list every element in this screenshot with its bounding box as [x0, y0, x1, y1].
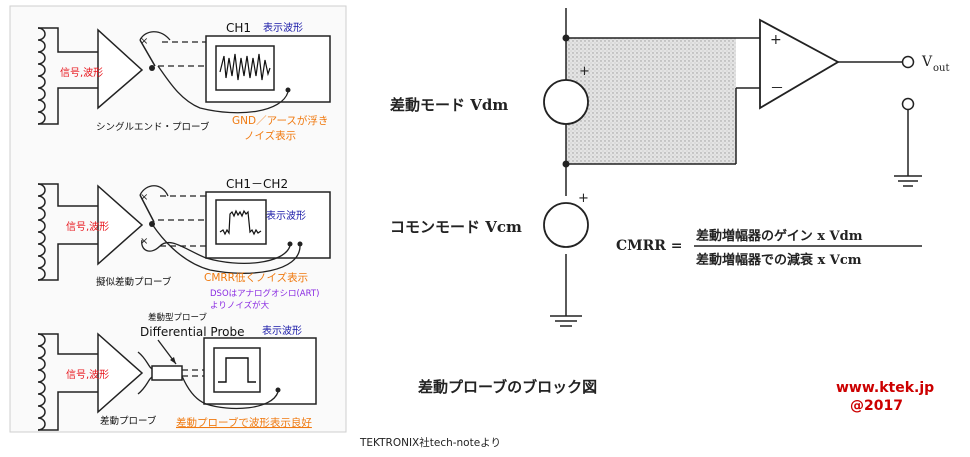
probe2-scope-screen: [215, 199, 267, 245]
probe1-display-label: 表示波形: [263, 21, 303, 34]
probe1-amplifier: [97, 28, 144, 110]
probe2-group: × × CH1－CH2 表示波形 信号,波形 擬似差動プローブ CMRR低くノイ…: [37, 177, 331, 311]
probe3-group: 差動型プローブ Differential Probe 表示波形 信号,波形 差動…: [37, 312, 317, 431]
probe3-note: 差動プローブで波形表示良好: [176, 416, 312, 429]
differential-region: [566, 38, 736, 164]
probe2-note-main: CMRR低くノイズ表示: [204, 271, 308, 284]
probe2-waveform: [219, 209, 262, 236]
probe1-note-line1: GND／アースが浮き: [232, 114, 328, 127]
probe2-signal-label: 信号,波形: [66, 220, 109, 233]
probe2-note-sub1: DSOはアナログオシロ(ART): [210, 288, 319, 299]
probe3-type-en: Differential Probe: [140, 325, 244, 339]
vdm-source-symbol: [543, 79, 589, 125]
probe2-channel-label: CH1－CH2: [226, 177, 288, 191]
probe3-amplifier: [97, 332, 144, 414]
svg-text:×: ×: [140, 36, 148, 47]
vcm-plus-sign: +: [578, 191, 589, 206]
svg-text:×: ×: [140, 192, 148, 203]
probe2-note-sub2: よりノイズが大: [210, 300, 270, 311]
probe3-clean-waveform: [218, 357, 256, 383]
vcm-source-symbol: [543, 202, 589, 248]
ground-terminal: [901, 97, 915, 111]
source-note: TEKTRONIX社tech-noteより: [359, 436, 501, 449]
diff-mode-label: 差動モード Vdm: [390, 96, 508, 114]
probe3-caption: 差動プローブ: [100, 415, 157, 427]
probe3-source-coil: [37, 333, 46, 431]
diagram-title: 差動プローブのブロック図: [418, 378, 597, 396]
block-diagram: + + + － V out 差動モード Vdm コモンモード Vcm CMRR …: [390, 8, 949, 414]
vdm-plus-sign: +: [579, 64, 590, 79]
probe1-noisy-waveform: [219, 53, 271, 81]
probe3-signal-label: 信号,波形: [66, 368, 109, 381]
probe3-type-small: 差動型プローブ: [148, 312, 207, 323]
opamp-minus-sign: －: [770, 81, 784, 97]
probe1-channel-label: CH1: [226, 21, 251, 35]
credit-year: @2017: [850, 398, 903, 414]
cmrr-denominator: 差動増幅器での減衰 x Vcm: [696, 252, 862, 268]
probe3-display-label: 表示波形: [262, 324, 302, 337]
vout-label-sub: out: [933, 63, 949, 74]
vout-label-main: V: [921, 54, 933, 70]
differential-amplifier: [759, 18, 840, 110]
vout-terminal: [901, 55, 915, 69]
cmrr-lhs: CMRR =: [616, 238, 683, 254]
probe2-source-coil: [37, 183, 46, 281]
probe1-group: × CH1 表示波形 信号,波形 シングルエンド・プローブ GND／アースが浮き…: [37, 21, 331, 142]
probe3-differential-probe-body: [151, 365, 183, 381]
probe2-caption: 擬似差動プローブ: [96, 276, 172, 288]
credit-url: www.ktek.jp: [836, 380, 934, 396]
opamp-plus-sign: +: [770, 32, 782, 48]
probe1-caption: シングルエンド・プローブ: [96, 121, 210, 133]
probe2-display-label: 表示波形: [266, 209, 306, 222]
probe1-note-line2: ノイズ表示: [244, 129, 296, 142]
svg-text:×: ×: [140, 236, 148, 247]
probe1-signal-label: 信号,波形: [60, 66, 103, 79]
probe1-source-coil: [37, 27, 46, 125]
common-mode-label: コモンモード Vcm: [390, 218, 522, 236]
probe3-scope-screen: [213, 347, 261, 393]
probe2-amplifier: [97, 184, 144, 266]
cmrr-numerator: 差動増幅器のゲイン x Vdm: [696, 228, 863, 244]
